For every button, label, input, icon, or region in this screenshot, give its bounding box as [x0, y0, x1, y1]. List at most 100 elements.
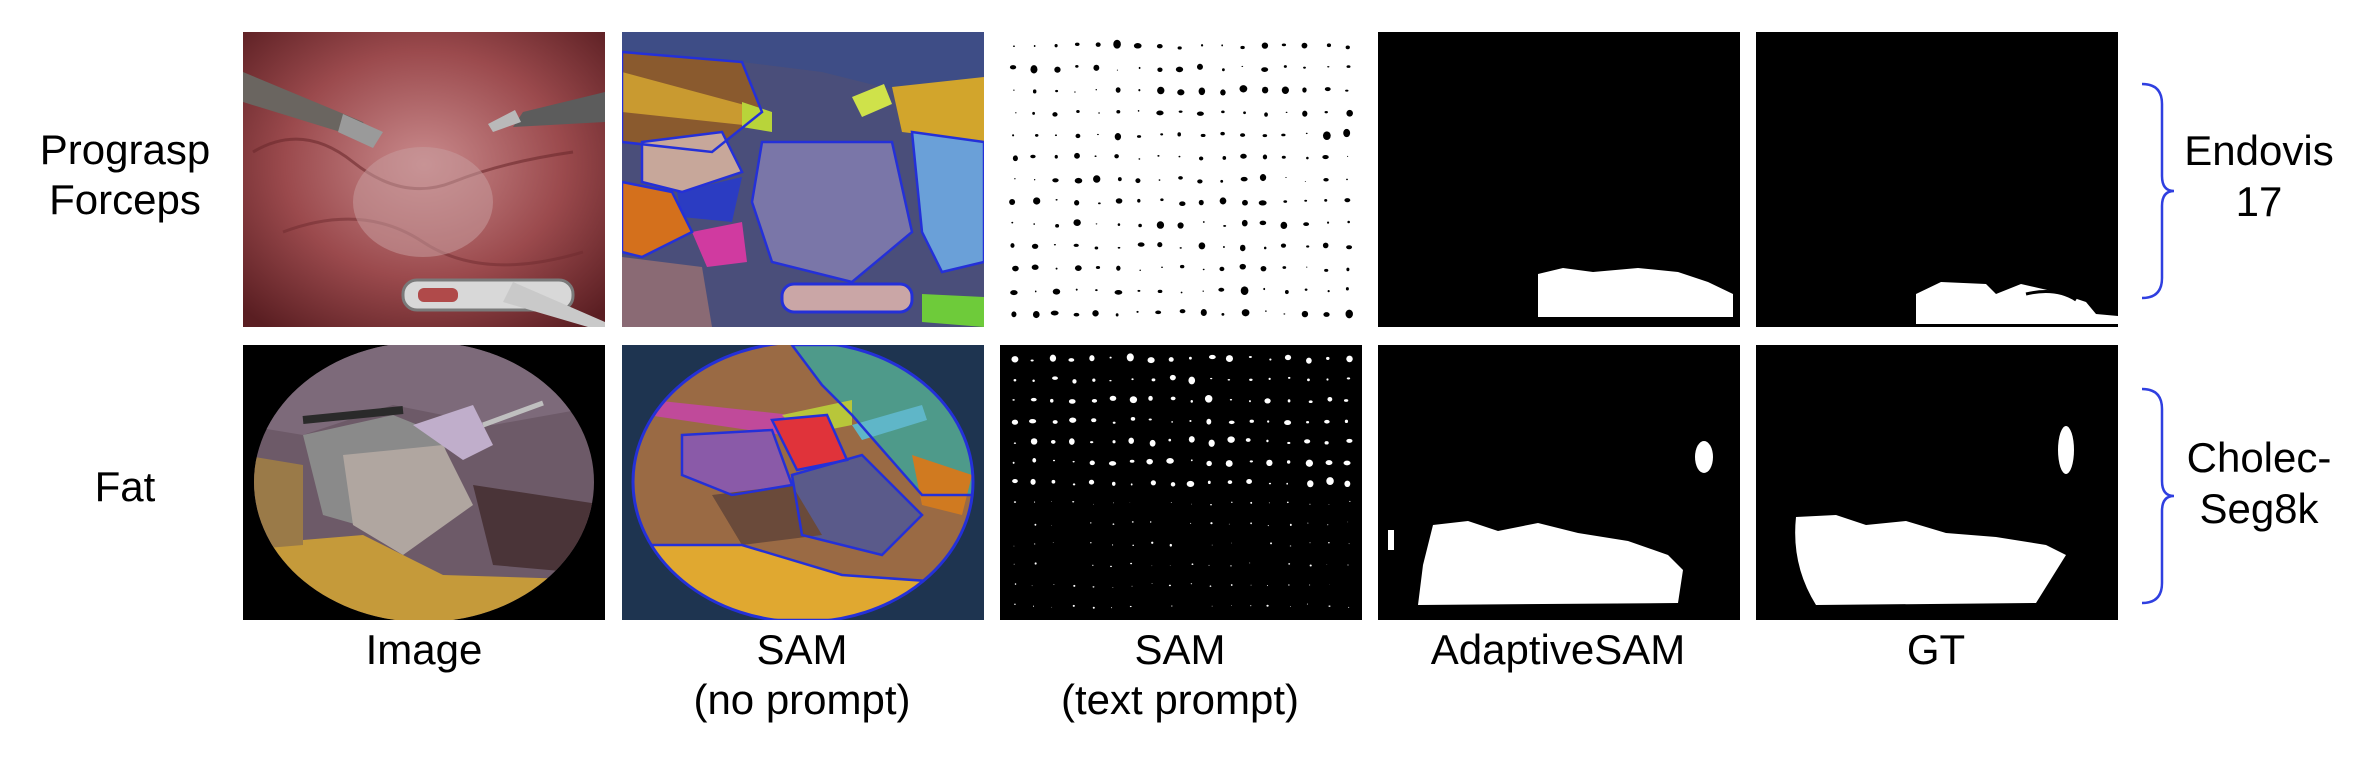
column-label-adaptivesam: AdaptiveSAM — [1378, 625, 1738, 675]
artefact-dot — [1097, 133, 1099, 136]
artefact-dot — [1326, 477, 1334, 486]
artefact-dot — [1117, 223, 1121, 226]
artefact-dot — [1309, 503, 1311, 505]
artefact-dot — [1305, 132, 1308, 135]
artefact-dot — [1283, 313, 1286, 315]
artefact-dot — [1090, 522, 1092, 524]
artefact-dot — [1011, 356, 1019, 363]
artefact-dot — [1112, 523, 1115, 525]
artefact-dot — [1179, 201, 1186, 206]
artefact-dot — [1225, 355, 1234, 362]
artefact-dot — [1148, 395, 1153, 401]
artefact-dot — [1177, 46, 1182, 50]
artefact-dot — [1116, 109, 1121, 114]
artefact-dot — [1206, 418, 1212, 425]
artefact-dot — [1095, 289, 1098, 292]
dataset-label-line1: Cholec- — [2186, 434, 2332, 481]
artefact-dot — [1259, 174, 1267, 182]
artefact-dot — [1150, 480, 1156, 486]
artefact-dot — [1012, 399, 1015, 401]
panel-row2-sam-no-prompt — [622, 345, 984, 620]
artefact-dot — [1115, 198, 1123, 204]
artefact-dot — [1091, 399, 1098, 403]
artefact-dot — [1250, 522, 1252, 525]
artefact-dot — [1284, 354, 1292, 361]
artefact-dot — [1091, 418, 1097, 423]
artefact-dot — [1245, 438, 1251, 442]
dataset-label-line2: 17 — [2235, 178, 2283, 226]
artefact-dot — [1268, 377, 1271, 380]
artefact-dot — [1171, 421, 1174, 423]
artefact-dot — [1328, 504, 1330, 505]
artefact-dot — [1303, 222, 1310, 227]
artefact-dot — [1221, 44, 1224, 47]
artefact-dot — [1286, 482, 1289, 485]
artefact-dot — [1191, 503, 1192, 505]
artefact-dot — [1136, 135, 1142, 138]
artefact-dot — [1032, 111, 1036, 115]
artefact-dot — [1301, 42, 1308, 49]
artefact-dot — [1150, 521, 1152, 523]
artefact-dot — [1169, 543, 1172, 547]
artefact-dot — [1196, 111, 1204, 116]
artefact-dot — [1269, 358, 1272, 361]
artefact-dot — [1112, 440, 1116, 444]
artefact-dot — [1137, 242, 1145, 247]
artefact-dot — [1179, 309, 1186, 314]
artefact-dot — [1346, 355, 1353, 363]
artefact-dot — [1013, 379, 1017, 382]
column-label-sam-no-prompt: SAM (no prompt) — [622, 625, 982, 724]
panel-row2-sam-text-prompt — [1000, 345, 1362, 620]
artefact-dot — [1260, 265, 1267, 272]
artefact-dot — [1179, 247, 1182, 249]
artefact-dot — [1261, 67, 1269, 72]
artefact-dot — [1131, 585, 1133, 587]
artefact-dot — [1151, 565, 1153, 567]
artefact-dot — [1156, 43, 1163, 49]
artefact-dot — [1054, 66, 1061, 73]
artefact-dot — [1052, 376, 1058, 380]
artefact-dot — [1208, 439, 1215, 447]
artefact-dot — [1346, 267, 1350, 272]
artefact-dot — [1344, 480, 1351, 488]
artefact-dot — [1013, 545, 1015, 547]
artefact-dot — [1010, 290, 1018, 296]
artefact-dot — [1268, 482, 1272, 485]
artefact-dot — [1259, 220, 1267, 226]
artefact-dot — [1011, 311, 1017, 318]
artefact-dot — [1191, 563, 1194, 565]
artefact-dot — [1014, 603, 1016, 605]
artefact-dot — [1345, 309, 1353, 319]
artefact-dot — [1202, 268, 1205, 271]
artefact-dot — [1030, 478, 1036, 485]
artefact-dot — [1347, 521, 1349, 523]
row-label-fat: Fat — [0, 462, 250, 512]
artefact-dot — [1249, 378, 1253, 381]
artefact-dot — [1210, 522, 1213, 525]
artefact-dot — [1147, 357, 1155, 364]
artefact-dot — [1240, 133, 1246, 137]
artefact-dot — [1168, 357, 1174, 362]
artefact-dot — [1304, 181, 1307, 182]
artefact-dot — [1304, 199, 1308, 202]
artefact-dot — [1034, 523, 1037, 526]
artefact-dot — [1138, 89, 1141, 92]
artefact-dot — [1160, 198, 1164, 202]
artefact-dot — [1306, 357, 1312, 364]
artefact-dot — [1227, 378, 1231, 381]
artefact-dot — [1030, 397, 1037, 402]
artefact-dot — [1190, 400, 1193, 403]
artefact-dot — [1264, 112, 1268, 117]
artefact-dot — [1249, 419, 1254, 423]
artefact-dot — [1072, 460, 1075, 463]
artefact-dot — [1347, 220, 1350, 224]
artefact-dot — [1261, 42, 1269, 49]
artefact-dot — [1240, 45, 1245, 50]
artefact-dot — [1055, 267, 1058, 270]
artefact-dot — [1250, 501, 1253, 504]
artefact-dot — [1304, 439, 1311, 444]
artefact-dot — [1052, 112, 1058, 117]
artefact-dot — [1073, 243, 1079, 247]
artefact-dot — [1324, 419, 1330, 424]
artefact-dot — [1327, 66, 1330, 68]
